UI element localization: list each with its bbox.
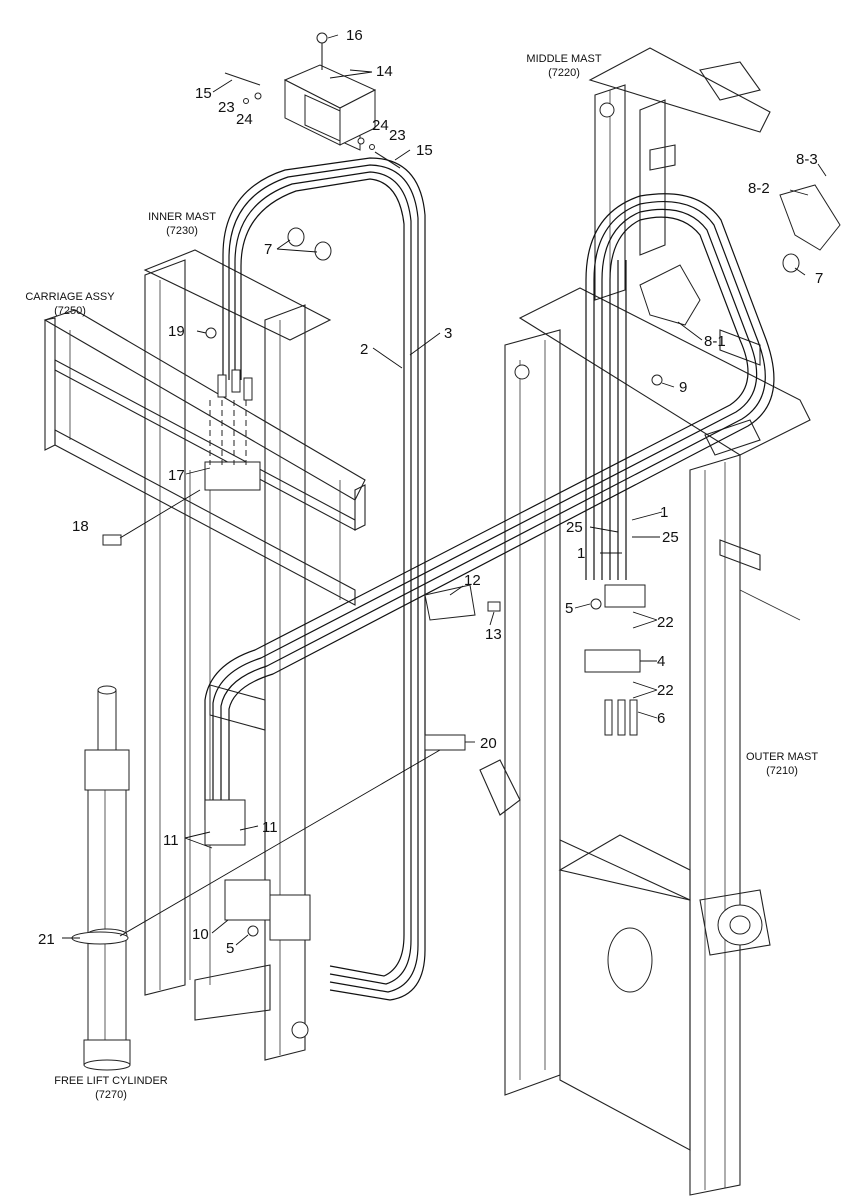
callout-25-right: 25	[662, 529, 679, 546]
callout-5-right: 5	[565, 600, 573, 617]
callout-25-left: 25	[566, 519, 583, 536]
assembly-label-outer-mast: OUTER MAST (7210)	[746, 751, 818, 777]
callout-22-upper: 22	[657, 614, 674, 631]
assembly-label-carriage-assy: CARRIAGE ASSY (7250)	[25, 291, 115, 317]
free-lift-cylinder-code: (7270)	[95, 1089, 127, 1101]
callout-6: 6	[657, 710, 665, 727]
fittings-and-clamps	[71, 327, 663, 945]
outer-mast-drawing	[479, 287, 811, 1196]
callout-1-right: 1	[660, 504, 668, 521]
free-lift-cylinder-name: FREE LIFT CYLINDER	[54, 1075, 168, 1087]
carriage-assy-name: CARRIAGE ASSY	[25, 291, 115, 303]
middle-mast-code: (7220)	[548, 67, 580, 79]
callout-8-3: 8-3	[796, 151, 818, 168]
callout-18: 18	[72, 518, 89, 535]
callout-3: 3	[444, 325, 452, 342]
callout-15-left: 15	[195, 85, 212, 102]
callout-10: 10	[192, 926, 209, 943]
outer-mast-name: OUTER MAST	[746, 751, 818, 763]
callout-7-left: 7	[264, 241, 272, 258]
callout-16: 16	[346, 27, 363, 44]
inner-mast-name: INNER MAST	[148, 211, 216, 223]
assembly-label-middle-mast: MIDDLE MAST (7220)	[526, 53, 601, 79]
carriage-assy-code: (7250)	[54, 305, 86, 317]
callout-21: 21	[38, 931, 55, 948]
callout-4: 4	[657, 653, 665, 670]
callout-9: 9	[679, 379, 687, 396]
hose-sheaves	[287, 184, 841, 326]
callout-24-right: 24	[372, 117, 389, 134]
callout-19: 19	[168, 323, 185, 340]
callout-1-left: 1	[577, 545, 585, 562]
callout-7-right: 7	[815, 270, 823, 287]
callout-numbers: 16 14 15 23 24 24 23 15 7 2 3 19 17 18 8…	[38, 27, 823, 957]
leader-lines	[62, 34, 827, 946]
callout-11-left: 11	[163, 832, 179, 849]
callout-11-right: 11	[262, 819, 278, 836]
middle-mast-drawing	[588, 47, 771, 301]
callout-2: 2	[360, 341, 368, 358]
callout-17: 17	[168, 467, 185, 484]
free-lift-cylinder-drawing	[83, 685, 131, 1071]
inner-mast-code: (7230)	[166, 225, 198, 237]
callout-23-right: 23	[389, 127, 406, 144]
callout-24-left: 24	[236, 111, 253, 128]
callout-15-right: 15	[416, 142, 433, 159]
outer-mast-code: (7210)	[766, 765, 798, 777]
callout-23-left: 23	[218, 99, 235, 116]
callout-13: 13	[485, 626, 502, 643]
callout-14: 14	[376, 63, 393, 80]
callout-8-2: 8-2	[748, 180, 770, 197]
top-hose-bracket	[224, 32, 401, 169]
assembly-label-inner-mast: INNER MAST (7230)	[148, 211, 216, 237]
callout-20: 20	[480, 735, 497, 752]
callout-5-left: 5	[226, 940, 234, 957]
assembly-label-free-lift-cylinder: FREE LIFT CYLINDER (7270)	[54, 1075, 168, 1101]
hose-bundle	[204, 157, 775, 1001]
callout-22-lower: 22	[657, 682, 674, 699]
callout-12: 12	[464, 572, 481, 589]
callout-8-1: 8-1	[704, 333, 726, 350]
middle-mast-name: MIDDLE MAST	[526, 53, 601, 65]
